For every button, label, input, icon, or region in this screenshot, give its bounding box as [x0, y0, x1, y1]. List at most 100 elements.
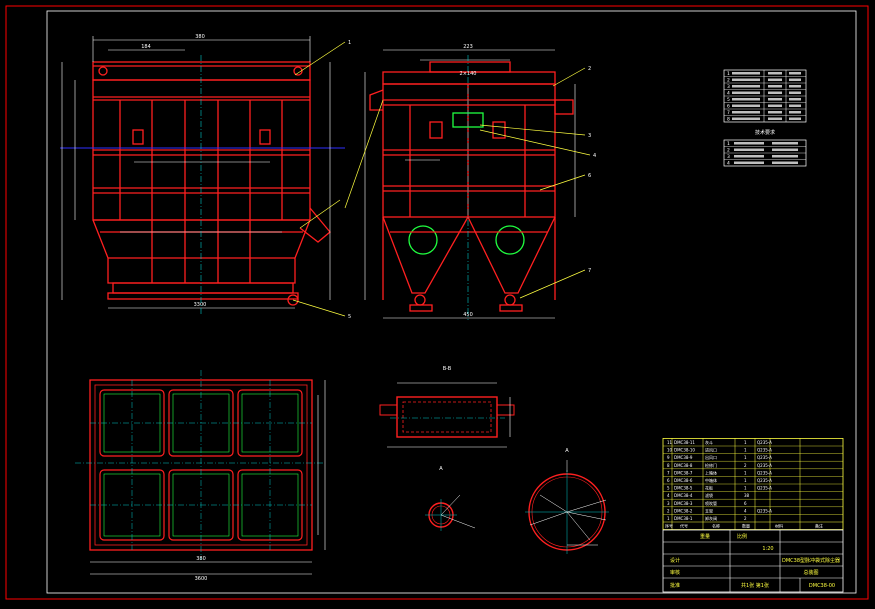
title-weight: 重量 — [700, 533, 710, 540]
tech-row-text-mark — [768, 98, 782, 101]
leader-label-7: 7 — [588, 268, 591, 274]
leader-label-4: 4 — [593, 153, 596, 159]
tech-table-row: 5 — [727, 97, 730, 103]
parts-cell: DMC38-4 — [674, 493, 693, 498]
title-designer: 设计 — [670, 557, 680, 564]
tech-table-row: 4 — [727, 91, 730, 97]
tech-table-row: 3 — [727, 84, 730, 90]
title-approver: 批准 — [670, 582, 680, 589]
small-row-text-mark — [772, 148, 798, 151]
inner-frame — [46, 10, 857, 594]
front-inner-dim: 184 — [141, 44, 151, 50]
parts-cell: DMC38-9 — [674, 455, 693, 460]
front-width-dim: 380 — [195, 34, 205, 40]
parts-cell: 1 — [744, 440, 747, 445]
tech-table-title: 技术要求 — [755, 129, 775, 136]
front-dimensions — [61, 36, 331, 309]
parts-cell: 9 — [667, 455, 670, 460]
small-row-text-mark — [772, 155, 798, 158]
title-school: 总装图 — [803, 569, 818, 576]
small-row-text-mark — [734, 148, 764, 151]
detail-large-circle — [525, 460, 609, 554]
title-scale-label: 比例 — [737, 533, 747, 540]
tech-row-text-mark — [789, 111, 801, 114]
tech-row-text-mark — [732, 85, 760, 88]
tech-row-text-mark — [768, 72, 782, 75]
parts-cell: 2 — [744, 463, 747, 468]
parts-cell: 2 — [744, 516, 747, 521]
parts-cell: DMC38-11 — [674, 440, 695, 445]
parts-cell: Q235-A — [757, 508, 772, 513]
parts-header-cell: 备注 — [815, 523, 823, 529]
tech-row-text-mark — [789, 117, 801, 120]
parts-cell: 花板 — [705, 485, 713, 491]
outer-frame — [5, 5, 869, 600]
title-sheet: 共1张 第1张 — [741, 582, 769, 589]
parts-cell: 1 — [744, 455, 747, 460]
parts-cell: 1 — [744, 448, 747, 453]
parts-cell: 滤袋 — [705, 492, 713, 498]
tech-row-text-mark — [768, 91, 782, 94]
leader-label-1: 1 — [348, 40, 351, 46]
parts-cell: 支架 — [705, 507, 713, 513]
tech-row-text-mark — [768, 104, 782, 107]
tech-row-text-mark — [768, 117, 782, 120]
side-leaders — [344, 67, 591, 299]
tech-row-text-mark — [768, 85, 782, 88]
side-width-dim: 223 — [463, 44, 473, 50]
parts-header-cell: 序号 — [665, 523, 673, 529]
small-row-text-mark — [772, 142, 798, 145]
tech-table-row: 1 — [727, 71, 730, 77]
parts-cell: 出风口 — [705, 454, 717, 460]
parts-cell: 检修门 — [705, 462, 717, 468]
parts-cell: DMC38-5 — [674, 486, 693, 491]
small-row-text-mark — [734, 161, 764, 164]
side-bottom-dim: 450 — [463, 312, 473, 318]
parts-header-cell: 材料 — [775, 523, 783, 529]
title-drawing-no: DMC38-00 — [809, 583, 835, 589]
tech-row-text-mark — [732, 111, 760, 114]
small-row-text-mark — [734, 142, 764, 145]
parts-cell: 11 — [667, 440, 673, 445]
parts-cell: 1 — [744, 470, 747, 475]
parts-cell: 6 — [667, 478, 670, 483]
tech-table-row: 6 — [727, 104, 730, 110]
title-scale: 1:20 — [762, 546, 773, 552]
parts-cell: 灰斗 — [705, 439, 713, 445]
title-checker: 审核 — [670, 569, 680, 576]
small-table-row: 3 — [727, 154, 730, 160]
tech-table-row: 2 — [727, 78, 730, 84]
small-table-row: 4 — [727, 161, 730, 167]
parts-cell: 4 — [744, 508, 747, 513]
leader-label-2: 2 — [588, 66, 591, 72]
parts-cell: 1 — [744, 478, 747, 483]
tech-table-row: 8 — [727, 117, 730, 123]
parts-cell: DMC38-1 — [674, 516, 693, 521]
tech-row-text-mark — [768, 78, 782, 81]
parts-cell: 喷吹管 — [705, 500, 717, 506]
tech-row-text-mark — [732, 98, 760, 101]
tech-row-text-mark — [768, 111, 782, 114]
small-table-row: 1 — [727, 141, 730, 147]
parts-cell: DMC38-2 — [674, 508, 693, 513]
tech-table-row: 7 — [727, 110, 730, 116]
parts-cell: 7 — [667, 470, 670, 475]
plan-width-dim: 380 — [196, 556, 206, 562]
parts-cell: 3 — [667, 501, 670, 506]
tech-row-text-mark — [732, 72, 760, 75]
parts-cell: Q235-A — [757, 470, 772, 475]
parts-cell: DMC38-10 — [674, 448, 695, 453]
small-row-text-mark — [734, 155, 764, 158]
parts-cell: Q235-A — [757, 478, 772, 483]
tech-row-text-mark — [732, 117, 760, 120]
parts-cell: Q235-A — [757, 455, 772, 460]
front-leaders — [292, 41, 346, 317]
plan-bottom-dim: 3600 — [195, 576, 208, 582]
parts-cell: DMC38-6 — [674, 478, 693, 483]
parts-cell: 进风口 — [705, 447, 717, 453]
front-view — [92, 61, 331, 306]
tech-row-text-mark — [732, 104, 760, 107]
